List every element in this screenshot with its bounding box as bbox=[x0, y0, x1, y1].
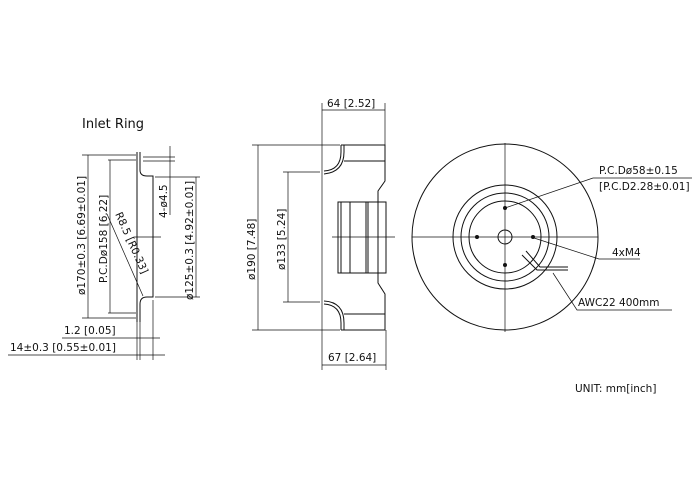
side-outer-dia-label: ø190 [7.48] bbox=[246, 219, 258, 280]
pcd-inch-label: [P.C.D2.28±0.01] bbox=[599, 181, 690, 193]
inlet-ring-profile bbox=[139, 152, 154, 322]
side-inlet-dia-label: ø133 [5.24] bbox=[276, 209, 288, 270]
side-width-top-label: 64 [2.52] bbox=[327, 98, 375, 110]
inlet-thickness-label: 1.2 [0.05] bbox=[64, 325, 116, 337]
inlet-inner-dia-label: ø125±0.3 [4.92±0.01] bbox=[184, 181, 196, 300]
rear-view: P.C.Dø58±0.15 [P.C.D2.28±0.01] 4xM4 AWC2… bbox=[411, 143, 692, 332]
fan-housing-outline bbox=[341, 144, 386, 331]
inlet-ring-title: Inlet Ring bbox=[82, 117, 144, 132]
motor-hub bbox=[337, 201, 387, 274]
radius-leader bbox=[106, 213, 144, 297]
pcd-mm-label: P.C.Dø58±0.15 bbox=[599, 165, 678, 177]
wire bbox=[521, 250, 568, 271]
inlet-depth-label: 14±0.3 [0.55±0.01] bbox=[10, 342, 116, 354]
inlet-ring-view: Inlet Ring ø170±0.3 [6.69±0.01] P.C.Dø15… bbox=[8, 117, 200, 360]
screws-label: 4xM4 bbox=[612, 247, 641, 259]
unit-label: UNIT: mm[inch] bbox=[575, 383, 656, 395]
inlet-pcd-label: P.C.Dø158 [6.22] bbox=[98, 195, 110, 283]
inlet-holes-label: 4-ø4.5 bbox=[158, 184, 170, 218]
wire-label: AWC22 400mm bbox=[578, 297, 660, 309]
side-view: 64 [2.52] 67 [2.64] ø190 [7.48] ø133 [5.… bbox=[246, 98, 395, 370]
inlet-radius-label: R8.5 [R0.33] bbox=[112, 210, 150, 275]
inlet-outer-dia-label: ø170±0.3 [6.69±0.01] bbox=[76, 176, 88, 295]
side-width-bottom-label: 67 [2.64] bbox=[328, 352, 376, 364]
